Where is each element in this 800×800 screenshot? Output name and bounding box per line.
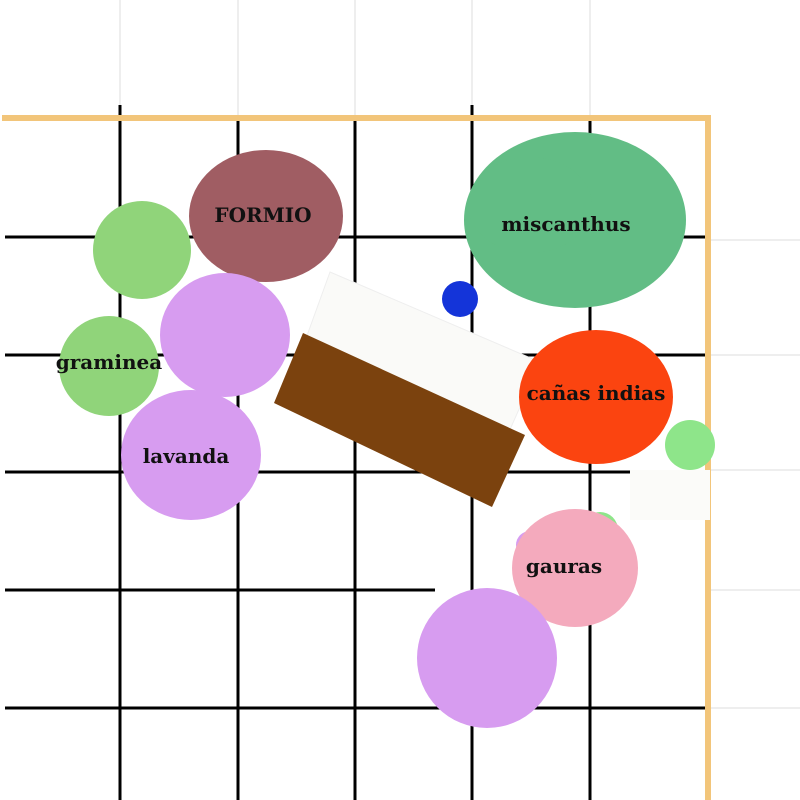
graminea-plant-upper [93, 201, 191, 299]
lavanda-label: lavanda [143, 444, 230, 468]
plot-border [2, 115, 711, 800]
miscanthus-plant-edge [468, 157, 592, 253]
lavanda-plant-lower [417, 588, 557, 728]
brown-bench [274, 333, 525, 507]
faint-grid [119, 0, 800, 709]
graminea-plant [59, 316, 159, 416]
miscanthus-label: miscanthus [501, 212, 630, 236]
canas-indias-label: cañas indias [527, 381, 666, 405]
formio-plant [189, 150, 343, 282]
lavanda-plant-upper [160, 273, 290, 397]
white-patch [630, 470, 710, 520]
formio-label: FORMIO [214, 203, 311, 227]
edge-plant [665, 420, 715, 470]
gauras-label: gauras [526, 554, 602, 578]
canas-indias-plant [519, 330, 673, 464]
gauras-plant [512, 509, 638, 627]
blue-marker [442, 281, 478, 317]
graminea-label: graminea [56, 350, 163, 374]
lavanda-plant [121, 390, 261, 520]
